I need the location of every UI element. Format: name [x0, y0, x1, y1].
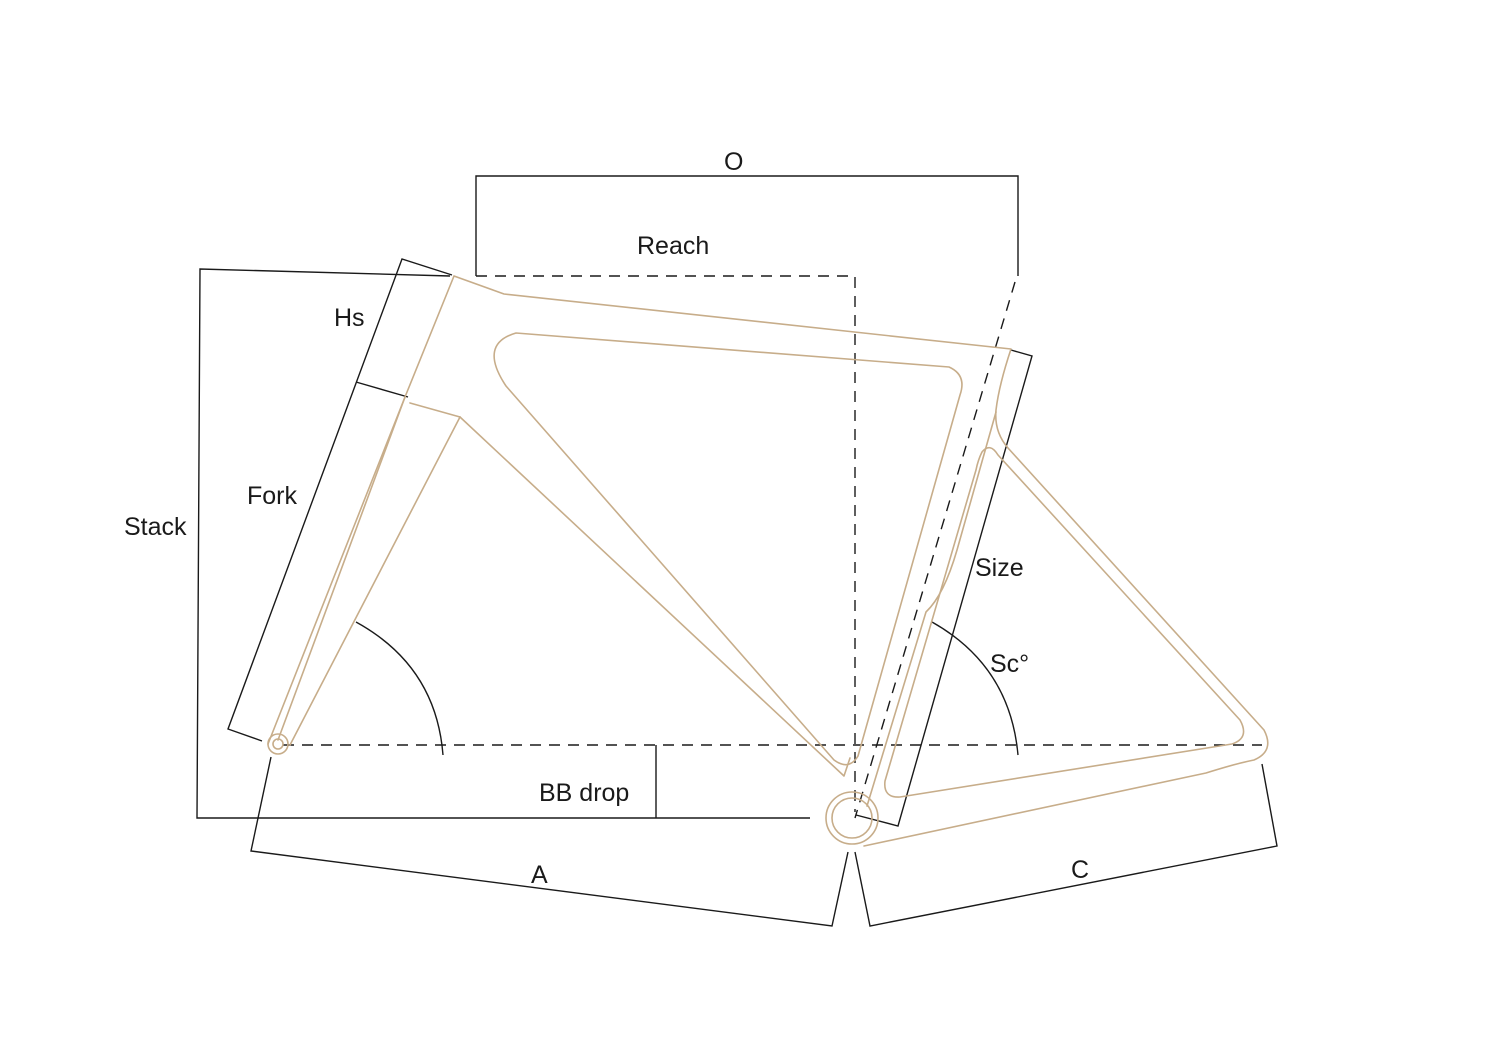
front-dropout-outer — [267, 733, 289, 755]
label-seat-angle: Sc° — [990, 650, 1029, 678]
down-tube-outline — [409, 402, 851, 777]
c-dimension-bracket — [854, 763, 1278, 927]
frame-outer-outline — [277, 275, 1269, 847]
label-c: C — [1071, 856, 1089, 884]
seat-tube-outline — [866, 411, 997, 807]
reach-dimension-line — [476, 275, 856, 812]
label-o: O — [724, 148, 743, 176]
head-tube-axis-line — [227, 258, 453, 742]
rear-triangle-inner — [883, 446, 1245, 798]
label-reach: Reach — [637, 232, 709, 260]
hs-divider-tick — [355, 381, 409, 398]
bottom-bracket-shell-outer — [825, 791, 879, 845]
head-angle-arc — [355, 621, 444, 756]
main-triangle-inner — [493, 332, 963, 766]
seat-angle-arc — [931, 621, 1019, 756]
stack-dimension-bracket — [196, 268, 810, 819]
label-fork: Fork — [247, 482, 298, 510]
label-stack: Stack — [124, 513, 187, 541]
dimension-lines — [196, 175, 1278, 927]
bike-frame-outline — [267, 275, 1269, 847]
fork-blade-rear — [289, 416, 461, 746]
o-dimension-bracket — [475, 175, 1019, 276]
size-dimension-bracket — [855, 349, 1033, 827]
label-size: Size — [975, 554, 1024, 582]
label-hs: Hs — [334, 304, 365, 332]
dimension-labels: O Reach Hs Fork Stack Size Sc° BB drop A… — [124, 148, 1089, 889]
seat-tube-axis-line — [854, 281, 1016, 819]
fork-blade-front — [267, 396, 406, 745]
front-dropout-inner — [272, 738, 284, 750]
a-dimension-bracket — [250, 756, 849, 927]
bottom-bracket-shell-inner — [831, 797, 873, 839]
label-bb-drop: BB drop — [539, 779, 629, 807]
label-a: A — [531, 861, 548, 889]
